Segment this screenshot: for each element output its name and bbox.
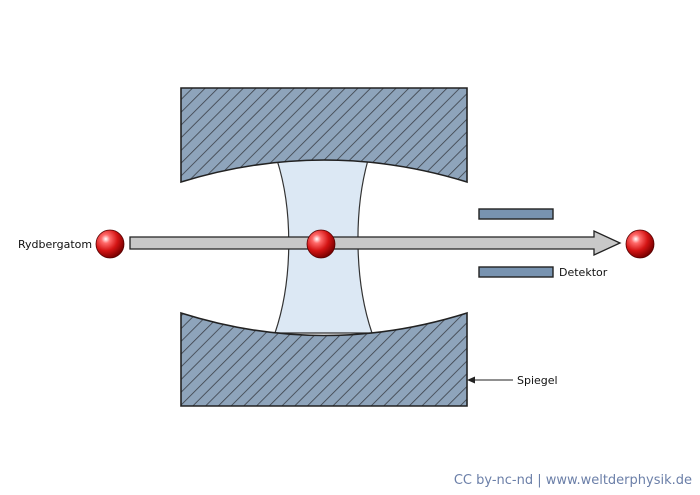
atom-in-cavity-icon — [306, 229, 336, 259]
label-rydbergatom: Rydbergatom — [18, 238, 92, 251]
upper-mirror — [180, 87, 468, 184]
label-spiegel: Spiegel — [517, 374, 558, 387]
license-text: CC by-nc-nd — [453, 473, 534, 488]
beam-arrow-icon — [129, 229, 622, 257]
website-link[interactable]: www.weltderphysik.de — [545, 473, 692, 488]
spiegel-leader-arrow-icon — [467, 376, 475, 384]
detector-plate-top — [478, 208, 554, 220]
detector-plate-bottom — [478, 266, 554, 278]
credit-separator: | — [533, 473, 546, 488]
lower-mirror — [180, 311, 468, 407]
credit-line: CC by-nc-nd | www.weltderphysik.de — [454, 473, 692, 488]
label-detektor: Detektor — [559, 266, 608, 279]
atom-incoming-icon — [95, 229, 125, 259]
atom-outgoing-icon — [625, 229, 655, 259]
